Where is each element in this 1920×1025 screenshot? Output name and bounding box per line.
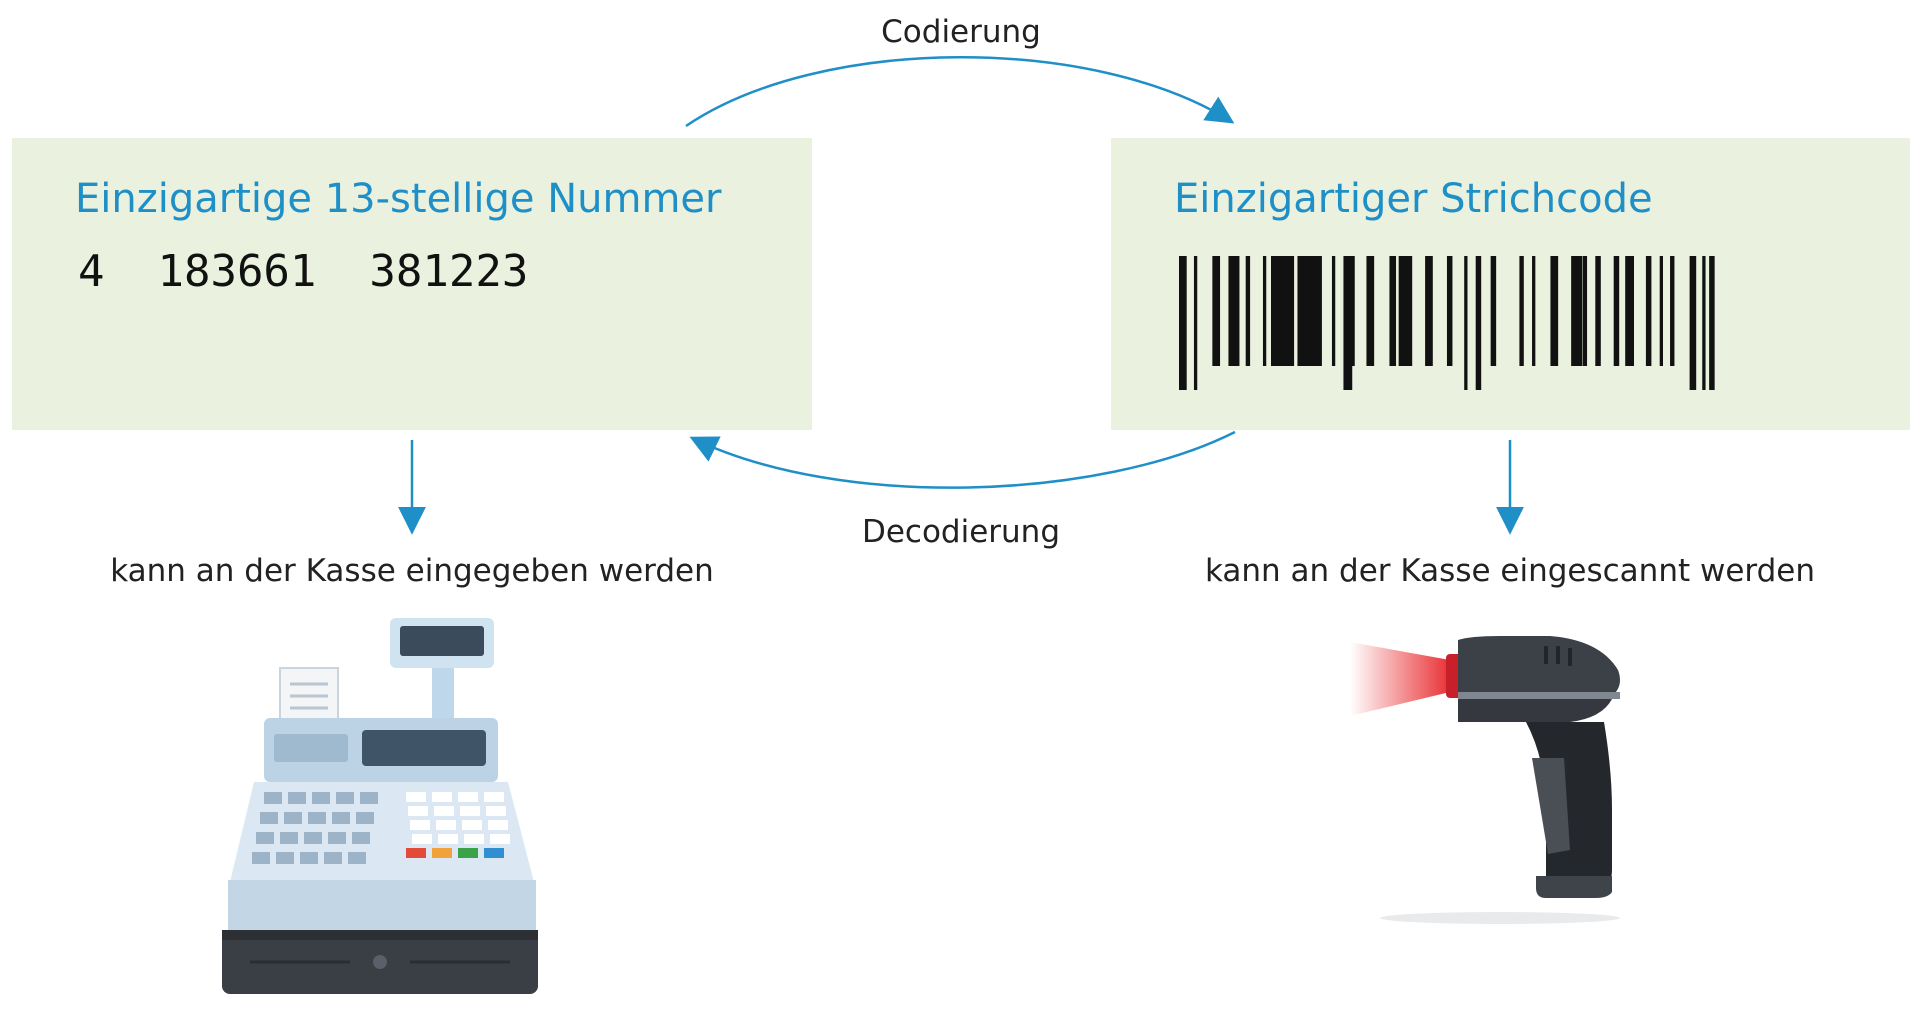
barcode-bar [1389,256,1397,366]
barcode-bar [1425,256,1433,366]
barcode-bar [1532,256,1536,366]
left-caption: kann an der Kasse eingegeben werden [110,553,714,589]
register-key [352,832,370,844]
register-key [436,820,456,830]
barcode-bar [1179,256,1187,390]
barcode-bar [1571,256,1583,366]
register-key [348,852,366,864]
barcode-panel-title: Einzigartiger Strichcode [1174,176,1653,222]
barcode-bar [1645,256,1652,366]
register-key [490,834,510,844]
barcode-bar [1350,256,1355,366]
barcode-bar [1475,256,1482,390]
register-key [458,792,478,802]
register-key [408,806,428,816]
register-key [252,852,270,864]
barcode-bar [1595,256,1601,366]
cash-register-icon [222,618,538,994]
register-key [324,852,342,864]
barcode-bar [1303,256,1322,366]
barcode-bar [1550,256,1559,366]
register-key [486,806,506,816]
register-key [434,806,454,816]
barcode-scanner-icon [1350,636,1620,924]
register-key [438,834,458,844]
register-key [284,812,302,824]
register-key [360,792,378,804]
number-panel-title: Einzigartige 13-stellige Nummer [75,176,722,222]
encoding-label: Codierung [881,14,1041,50]
register-key [280,832,298,844]
decoding-arrow [689,430,1236,489]
barcode-bar [1406,256,1413,366]
number-panel: Einzigartige 13-stellige Nummer 4 183661… [12,138,812,430]
barcode-bar [1245,256,1251,366]
ean-number: 4 183661 381223 [78,246,529,297]
register-key [356,812,374,824]
register-key [308,812,326,824]
register-key [276,852,294,864]
barcode-bar [1582,256,1588,366]
barcode-bar [1659,256,1663,366]
barcode-bar [1670,256,1675,366]
register-key [410,820,430,830]
barcode-bar [1212,256,1221,366]
register-key [464,834,484,844]
register-key [336,792,354,804]
register-key [406,792,426,802]
barcode-bar [1613,256,1620,366]
barcode-graphic [1179,256,1715,390]
right-caption: kann an der Kasse eingescannt werden [1204,553,1816,589]
encoding-arrow [685,56,1235,128]
register-key [484,792,504,802]
barcode-bar [1366,256,1375,366]
barcode-bar [1702,256,1706,390]
register-key [432,792,452,802]
barcode-bar [1464,256,1468,390]
barcode-bar [1519,256,1524,366]
register-key [256,832,274,844]
barcode-bar [1297,256,1305,366]
barcode-bar [1398,256,1410,366]
barcode-panel: Einzigartiger Strichcode [1111,138,1910,430]
register-key [462,820,482,830]
barcode-bar [1490,256,1497,366]
barcode-bar [1689,256,1697,390]
barcode-bar [1331,256,1336,366]
barcode-bar [1262,256,1267,366]
register-key [332,812,350,824]
register-key [260,812,278,824]
register-key [300,852,318,864]
register-key [460,806,480,816]
barcode-bar [1343,256,1353,390]
barcode-bar [1228,256,1240,366]
register-key [312,792,330,804]
decoding-label: Decodierung [861,514,1061,550]
register-key [288,792,306,804]
barcode-bar [1446,256,1453,366]
barcode-bar [1709,256,1715,390]
register-key [328,832,346,844]
barcode-bar [1193,256,1198,390]
barcode-bar [1271,256,1295,366]
register-key [488,820,508,830]
barcode-bar [1625,256,1634,366]
register-key [264,792,282,804]
register-key [304,832,322,844]
register-key [412,834,432,844]
